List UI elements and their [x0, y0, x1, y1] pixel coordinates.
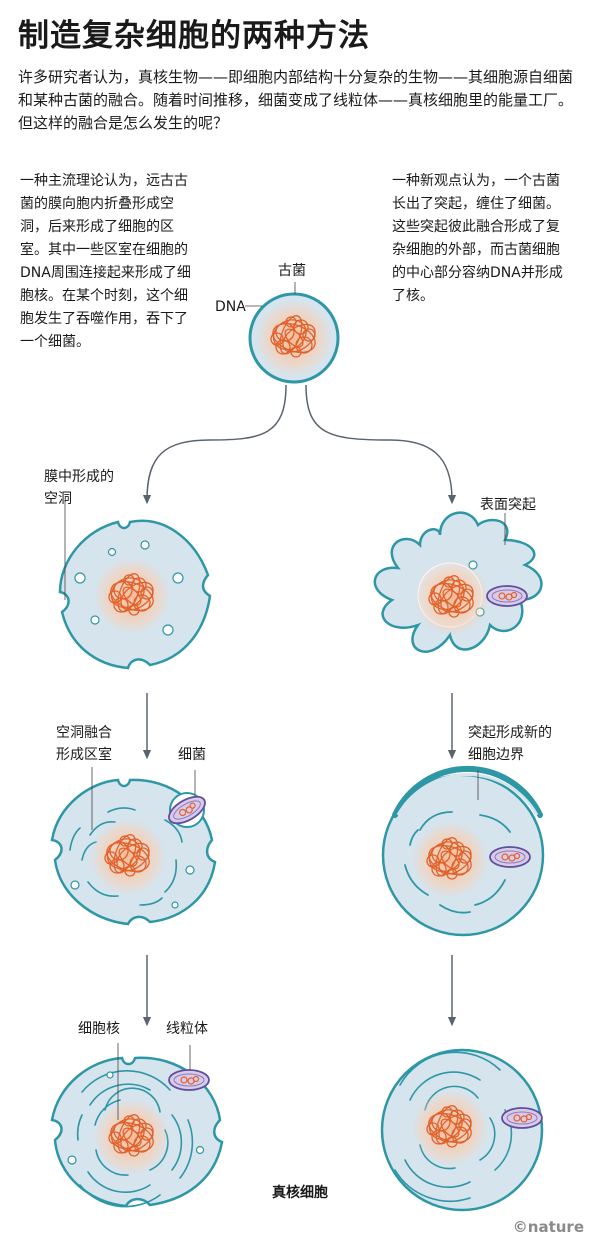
- archaea-label: 古菌: [278, 263, 306, 279]
- cavity-label-line2: 空洞: [44, 491, 72, 507]
- compartment-label-line2: 形成区室: [56, 747, 112, 763]
- intro-text: 许多研究者认为，真核生物——即细胞内部结构十分复杂的生物——其细胞源自细菌和某种…: [18, 68, 574, 132]
- cavity-label-line1: 膜中形成的: [44, 469, 114, 485]
- eukaryotic-cell-right: [380, 1048, 544, 1212]
- eukaryote-label: 真核细胞: [272, 1185, 328, 1201]
- eukaryotic-cell-left: [50, 1056, 224, 1208]
- boundary-label: 突起形成新的 细胞边界: [468, 722, 552, 766]
- dna-label: DNA: [215, 299, 246, 315]
- branch-arrow-right: [305, 384, 457, 505]
- new-theory-text: 一种新观点认为，一个古菌长出了突起，缠住了细菌。这些突起彼此融合形成了复杂细胞的…: [392, 173, 563, 304]
- boundary-label-line1: 突起形成新的: [468, 725, 552, 741]
- cell-with-new-boundary: [381, 765, 545, 937]
- page-title: 制造复杂细胞的两种方法: [18, 18, 370, 54]
- boundary-label-line2: 细胞边界: [468, 747, 524, 763]
- cell-with-cavities: [58, 519, 212, 670]
- cavity-label: 膜中形成的 空洞: [44, 466, 114, 510]
- nucleus-label: 细胞核: [78, 1021, 120, 1037]
- bacterium-label: 细菌: [178, 747, 206, 763]
- protrusion-label: 表面突起: [480, 497, 536, 513]
- cell-with-compartments: [50, 778, 217, 926]
- cell-with-protrusions: [373, 511, 543, 653]
- compartment-label-line1: 空洞融合: [56, 725, 112, 741]
- mitochondrion-label: 线粒体: [166, 1021, 208, 1037]
- archaeon-cell: [248, 292, 340, 384]
- mainstream-theory-text: 一种主流理论认为，远古古菌的膜向胞内折叠形成空洞，后来形成了细胞的区室。其中一些…: [20, 173, 191, 350]
- compartment-label: 空洞融合 形成区室: [56, 722, 112, 766]
- branch-arrow-left: [142, 384, 287, 505]
- nature-credit: ©nature: [512, 1218, 584, 1236]
